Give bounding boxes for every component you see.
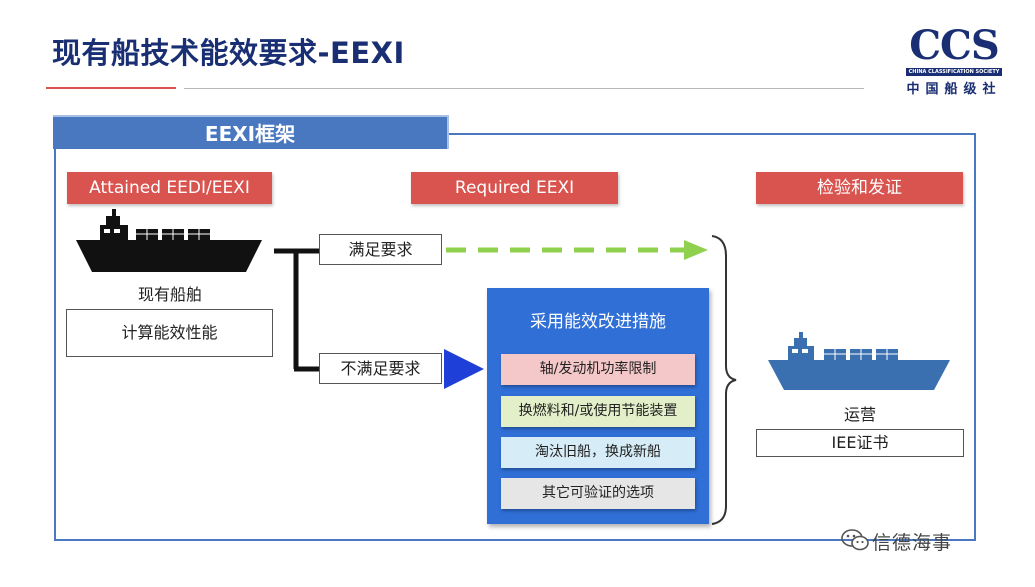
measure-replace-old-ship: 淘汰旧船，换成新船 (501, 437, 695, 468)
required-eexi-header: Required EEXI (411, 172, 618, 204)
measure-power-limit: 轴/发动机功率限制 (501, 354, 695, 385)
page-title: 现有船技术能效要求-EEXI (52, 36, 405, 70)
meet-dashed-arrow (446, 240, 708, 260)
measures-title: 采用能效改进措施 (530, 312, 666, 332)
existing-ship-label: 现有船舶 (137, 285, 202, 304)
measure-other-options: 其它可验证的选项 (501, 478, 695, 509)
framework-tab-title: EEXI框架 (53, 115, 449, 149)
title-underline-accent (46, 87, 176, 89)
wechat-icon (841, 529, 869, 551)
verification-header: 检验和发证 (756, 172, 963, 204)
logo-ccs-text: CCS (909, 22, 1000, 69)
merge-brace (711, 235, 737, 525)
watermark-text: 信德海事 (872, 532, 953, 554)
title-underline (184, 88, 864, 89)
branch-connector (274, 248, 319, 372)
logo-english-bar: CHINA CLASSIFICATION SOCIETY (906, 68, 1002, 76)
calculate-performance-box: 计算能效性能 (66, 309, 273, 357)
meet-requirement-box: 满足要求 (319, 234, 442, 265)
improvement-measures-panel: 采用能效改进措施 轴/发动机功率限制 换燃料和/或使用节能装置 淘汰旧船，换成新… (487, 288, 709, 524)
operation-label: 运营 (843, 405, 876, 424)
measure-fuel-energy-devices: 换燃料和/或使用节能装置 (501, 396, 695, 427)
existing-ship-icon (76, 209, 262, 272)
logo-chinese-text: 中国船级社 (906, 82, 1002, 97)
ccs-logo: CCS CHINA CLASSIFICATION SOCIETY 中国船级社 (898, 24, 1010, 104)
operating-ship-icon (768, 332, 950, 390)
not-meet-requirement-box: 不满足要求 (319, 353, 442, 384)
attained-eexi-header: Attained EEDI/EEXI (67, 172, 272, 204)
iee-certificate-box: IEE证书 (756, 429, 964, 457)
